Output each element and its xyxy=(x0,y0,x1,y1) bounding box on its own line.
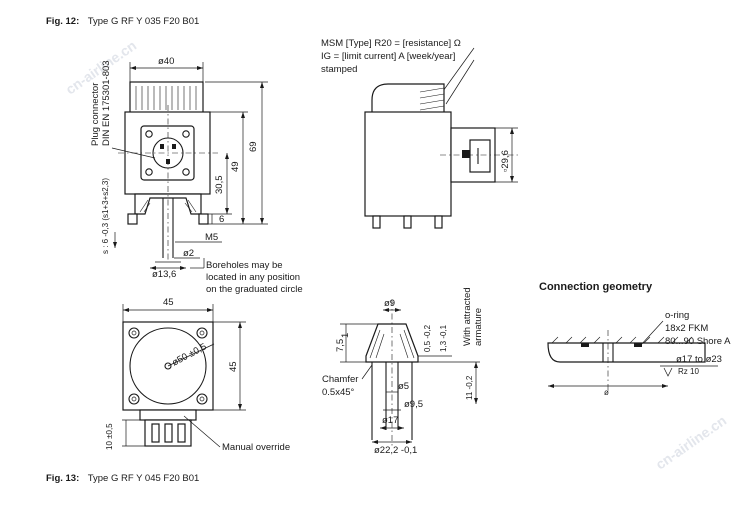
oring-line1: o-ring xyxy=(665,310,689,321)
fig12-type: Type G RF Y 035 F20 B01 xyxy=(88,16,200,27)
dim-1-3: 1,3 -0,1 xyxy=(439,324,448,352)
chamfer-line2: 0.5x45° xyxy=(322,387,355,398)
small-diameter: ø xyxy=(604,388,609,397)
side-view: MSM [Type] R20 = [resistance] Ω IG = [li… xyxy=(321,38,520,229)
dim-d17: ø17 xyxy=(382,415,398,426)
dim-45-top: 45 xyxy=(163,297,174,308)
dim-1: 1 xyxy=(340,333,351,338)
dim-s-tolerance: s : 6 -0,3 (s1+3+s2,3) xyxy=(101,178,110,254)
dim-d9-5: ø9,5 xyxy=(404,399,423,410)
connection-geometry-title: Connection geometry xyxy=(539,281,653,293)
dim-d2: ø2 xyxy=(183,248,194,259)
manual-override-label: Manual override xyxy=(222,442,290,453)
dim-square-29-6: ▫29,6 xyxy=(500,150,511,172)
dim-d5: ø5 xyxy=(398,381,409,392)
stamp-line3: stamped xyxy=(321,64,357,75)
roughness-label: Rz 10 xyxy=(678,367,699,376)
fig13-type: Type G RF Y 045 F20 B01 xyxy=(88,473,200,484)
fig12-label: Fig. 12: xyxy=(46,16,79,27)
dim-49: 49 xyxy=(230,161,241,172)
oring-line3: 80...90 Shore A xyxy=(665,336,731,347)
dim-10: 10 ±0,5 xyxy=(105,423,114,450)
plug-connector-line2: DIN EN 175301-803 xyxy=(101,60,112,146)
front-view: ø40 xyxy=(90,56,303,295)
armature-line2: armature xyxy=(473,308,484,346)
fig13-label: Fig. 13: xyxy=(46,473,79,484)
dim-d13-6: ø13,6 xyxy=(152,269,176,280)
fig12-caption: Fig. 12: Type G RF Y 035 F20 B01 xyxy=(46,11,199,28)
chamfer-line1: Chamfer xyxy=(322,374,358,385)
boreholes-line1: Boreholes may be xyxy=(206,260,283,271)
stamp-line1: MSM [Type] R20 = [resistance] Ω xyxy=(321,38,461,49)
dim-69: 69 xyxy=(248,141,259,152)
dim-0-5: 0,5 -0,2 xyxy=(423,324,432,352)
plug-connector-line1: Plug connector xyxy=(90,83,101,146)
oring-line2: 18x2 FKM xyxy=(665,323,708,334)
dim-7-5: 7,5 xyxy=(335,339,346,352)
watermark-right: cn-airline.cn xyxy=(653,412,730,472)
dim-d40: ø40 xyxy=(158,56,174,67)
top-view: 45 ø50 ±0,5 45 10 ±0,5 Manual override xyxy=(105,297,290,453)
dim-30-5: 30,5 xyxy=(214,176,225,195)
boreholes-line2: located in any position xyxy=(206,272,300,283)
dim-m5: M5 xyxy=(205,232,218,243)
dim-45-side: 45 xyxy=(228,361,239,372)
dim-d9-top: ø9 xyxy=(384,298,395,309)
stamp-line2: IG = [limit current] A [week/year] xyxy=(321,51,455,62)
dim-d22-2: ø22,2 -0,1 xyxy=(374,445,417,456)
fig13-caption: Fig. 13: Type G RF Y 045 F20 B01 xyxy=(46,468,199,485)
dim-6: 6 xyxy=(219,214,224,225)
boreholes-line3: on the graduated circle xyxy=(206,284,303,295)
dim-11: 11 -0,2 xyxy=(465,375,474,400)
connection-geometry: Connection geometry o-ring 18x2 FKM 80..… xyxy=(539,281,731,397)
section-view: ø9 7,5 1 0,5 -0,2 1,3 -0,1 With attracte… xyxy=(322,287,484,456)
armature-line1: With attracted xyxy=(462,287,473,346)
connection-diameter: ø17 to ø23 xyxy=(676,354,722,365)
